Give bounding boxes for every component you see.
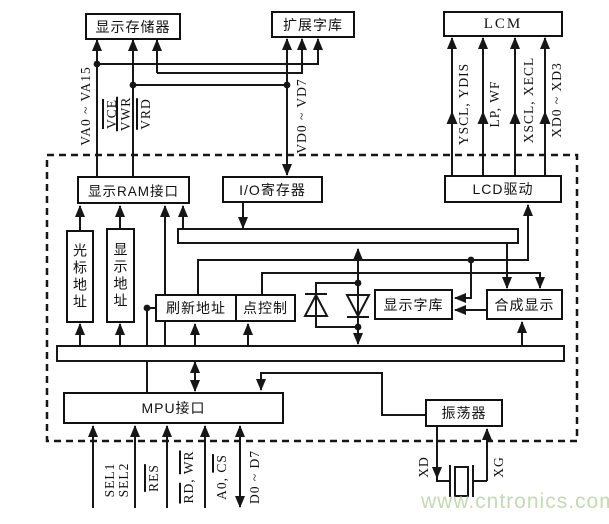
label-rd: RD <box>181 482 196 504</box>
block-extended-font: 扩展字库 <box>271 11 355 38</box>
label-yscl-ydis: YSCL, YDIS <box>456 62 471 146</box>
block-display-address: 显示地址 <box>106 228 135 323</box>
memory-wiring <box>92 38 323 176</box>
block-refresh-address: 刷新地址 <box>155 294 237 322</box>
label-xg: XG <box>491 456 506 478</box>
label-va-bus: VA0 ~ VA15 <box>78 66 93 146</box>
label-a0: A0 <box>214 481 229 500</box>
block-lcd-driver: LCD驱动 <box>444 175 562 203</box>
diode-down-icon <box>345 294 371 319</box>
label-vd-bus: VD0 ~ VD7 <box>294 78 309 154</box>
label-xscl-xecl: XSCL, XECL <box>521 56 536 144</box>
diode-up-icon <box>303 292 329 317</box>
watermark-text: www.cntronics.com <box>421 490 609 513</box>
block-dot-control: 点控制 <box>235 294 296 322</box>
label-xd: XD <box>416 456 431 478</box>
bus-bar-upper <box>177 228 519 244</box>
block-mpu-interface: MPU接口 <box>63 392 284 424</box>
block-cursor-address: 光标地址 <box>66 230 94 323</box>
label-a0-cs: A0, CS <box>214 454 230 500</box>
label-separator: , <box>181 474 196 483</box>
lower-bus-wiring <box>75 321 527 416</box>
bus-bar-lower <box>56 345 565 362</box>
label-res: RES <box>146 464 161 492</box>
label-lp-wf: LP, WF <box>487 80 502 128</box>
label-separator: , <box>214 472 229 482</box>
crystal-icon <box>449 465 474 497</box>
label-d-bus: D0 ~ D7 <box>247 449 262 505</box>
label-vwr: VWR <box>118 96 133 132</box>
label-cs: CS <box>214 454 229 473</box>
lcm-wiring <box>446 37 551 175</box>
middle-wiring <box>75 203 545 346</box>
oscillator-wiring <box>432 426 492 497</box>
block-io-register: I/O寄存器 <box>222 176 323 203</box>
label-sel2: SEL2 <box>116 462 131 498</box>
label-rd-wr: RD, WR <box>181 450 197 503</box>
diode-clamp <box>303 248 371 345</box>
chip-boundary-dashed-box <box>45 153 579 443</box>
junction-dots <box>93 60 475 331</box>
block-display-font: 显示字库 <box>374 289 453 320</box>
label-wr: WR <box>181 450 196 475</box>
block-display-memory: 显示存储器 <box>85 13 181 40</box>
label-vrd: VRD <box>138 98 153 130</box>
block-lcm: LCM <box>443 11 563 37</box>
block-oscillator: 振荡器 <box>425 399 503 427</box>
block-composite-display: 合成显示 <box>486 289 563 320</box>
mpu-pin-wiring <box>88 425 245 508</box>
block-display-ram-interface: 显示RAM接口 <box>77 176 190 204</box>
label-xd0-xd3: XD0 ~ XD3 <box>549 62 564 138</box>
